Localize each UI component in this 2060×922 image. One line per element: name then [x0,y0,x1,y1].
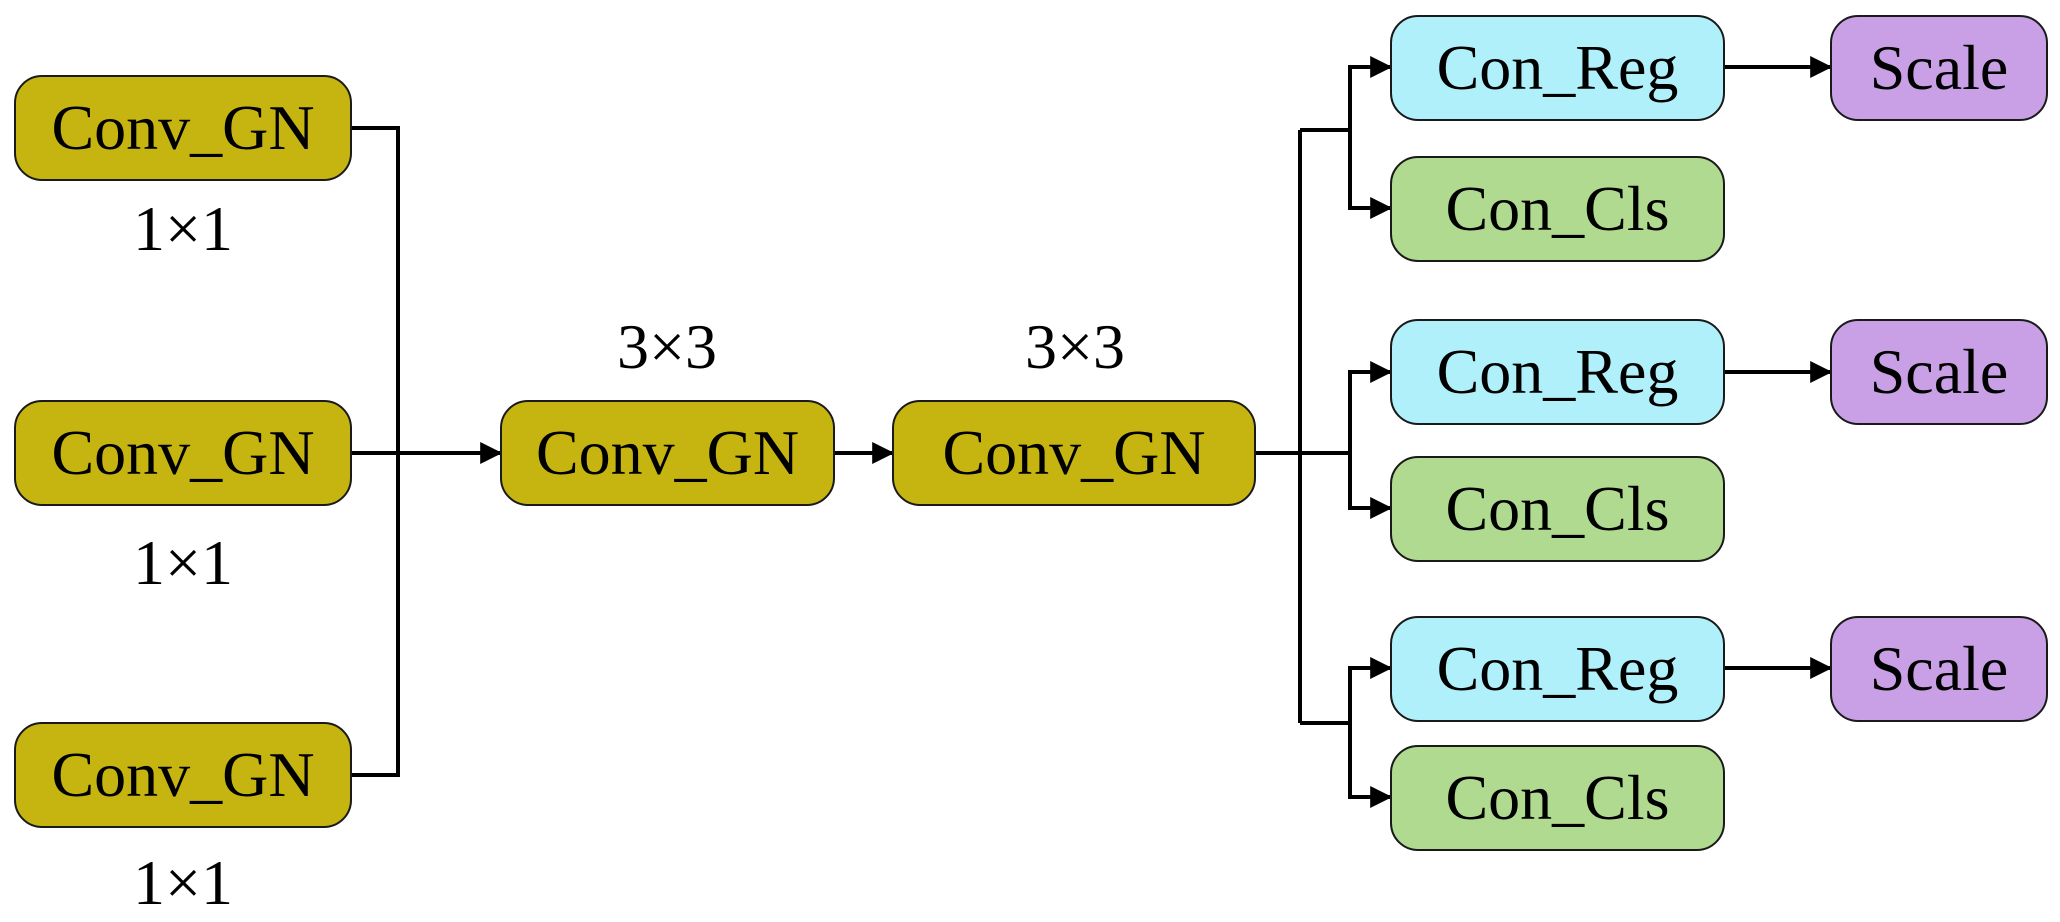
head1-con-reg: Con_Reg [1390,15,1725,121]
head3-split [1348,666,1390,799]
head2-con-reg: Con_Reg [1390,319,1725,425]
head3-con-cls: Con_Cls [1390,745,1725,851]
middle-kernel-label-2: 3×3 [1024,311,1126,382]
input-kernel-label-2: 1×1 [132,527,234,598]
middle-kernel-label-1: 3×3 [616,311,718,382]
input-conv-gn-2: Conv_GN [14,400,352,506]
input-conv-gn-1: Conv_GN [14,75,352,181]
head2-scale: Scale [1830,319,2048,425]
head2-split [1348,370,1390,510]
head1-con-cls: Con_Cls [1390,156,1725,262]
head3-scale: Scale [1830,616,2048,722]
head1-scale: Scale [1830,15,2048,121]
input-kernel-label-1: 1×1 [132,193,234,264]
middle-conv-gn-2: Conv_GN [892,400,1256,506]
head3-con-reg: Con_Reg [1390,616,1725,722]
input-conv-gn-3: Conv_GN [14,722,352,828]
head1-split [1348,65,1390,210]
middle-conv-gn-1: Conv_GN [500,400,835,506]
head2-con-cls: Con_Cls [1390,456,1725,562]
input-kernel-label-3: 1×1 [132,847,234,918]
